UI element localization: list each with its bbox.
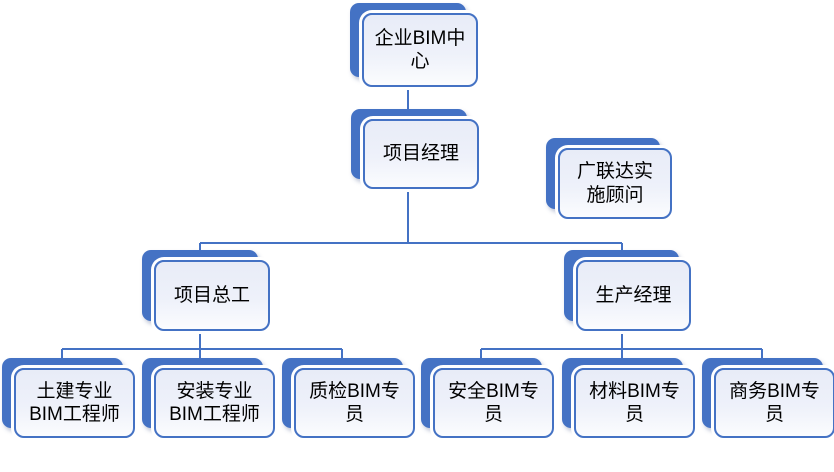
node-label: 企业BIM中 心 bbox=[374, 27, 466, 72]
node-label: 商务BIM专 员 bbox=[729, 380, 820, 425]
node-label: 质检BIM专 员 bbox=[309, 380, 400, 425]
node-label: 安装专业 BIM工程师 bbox=[169, 380, 260, 425]
node-front-panel: 商务BIM专 员 bbox=[714, 368, 834, 438]
node-label: 项目经理 bbox=[382, 143, 459, 165]
node-front-panel: 生产经理 bbox=[576, 260, 691, 331]
node-label: 项目总工 bbox=[173, 284, 250, 306]
node-front-panel: 项目经理 bbox=[363, 119, 479, 189]
node-front-panel: 材料BIM专 员 bbox=[574, 368, 695, 438]
node-front-panel: 安装专业 BIM工程师 bbox=[154, 368, 275, 438]
node-front-panel: 安全BIM专 员 bbox=[433, 368, 554, 438]
node-front-panel: 广联达实 施顾问 bbox=[558, 148, 672, 219]
node-label: 生产经理 bbox=[595, 284, 672, 306]
node-label: 广联达实 施顾问 bbox=[576, 161, 653, 206]
node-front-panel: 土建专业 BIM工程师 bbox=[14, 368, 135, 438]
node-label: 土建专业 BIM工程师 bbox=[29, 380, 120, 425]
node-front-panel: 企业BIM中 心 bbox=[362, 13, 478, 87]
node-label: 安全BIM专 员 bbox=[448, 380, 539, 425]
node-front-panel: 项目总工 bbox=[154, 260, 270, 331]
node-label: 材料BIM专 员 bbox=[589, 380, 680, 425]
node-front-panel: 质检BIM专 员 bbox=[294, 368, 415, 438]
